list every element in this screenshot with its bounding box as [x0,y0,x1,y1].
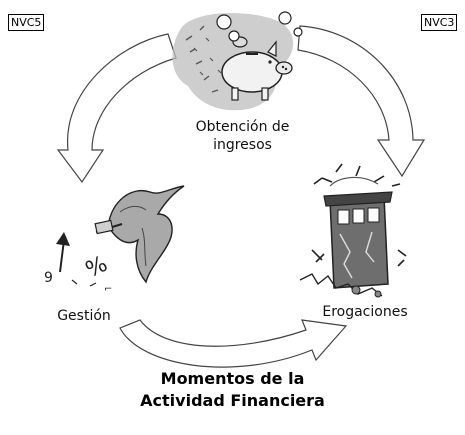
svg-text:⌐: ⌐ [104,284,112,295]
piggy-bank-icon [172,11,303,111]
diagram-title-line2: Actividad Financiera [140,391,325,410]
arrow-top-to-left [56,33,177,184]
diagram-title: Momentos de la Actividad Financiera [60,368,405,412]
label-ingresos-line2: ingresos [213,137,272,153]
hand-with-pen-icon: % 9 ⌐ [44,185,185,295]
svg-text:9: 9 [44,270,53,286]
diagram-title-line1: Momentos de la [160,369,305,388]
label-erogaciones: Erogaciones [322,304,408,320]
label-gestion: Gestión [57,308,111,324]
tag-nvc5: NVC5 [8,14,45,31]
svg-text:%: % [82,252,112,283]
arrow-top-to-right [297,25,426,178]
crumbling-building-icon [299,163,407,298]
arrow-bottom-left-to-right [119,319,348,368]
tag-nvc3: NVC3 [421,14,458,31]
label-ingresos-line1: Obtención de [195,119,290,135]
label-obtencion-de-ingresos: Obtención de ingresos [170,118,315,154]
